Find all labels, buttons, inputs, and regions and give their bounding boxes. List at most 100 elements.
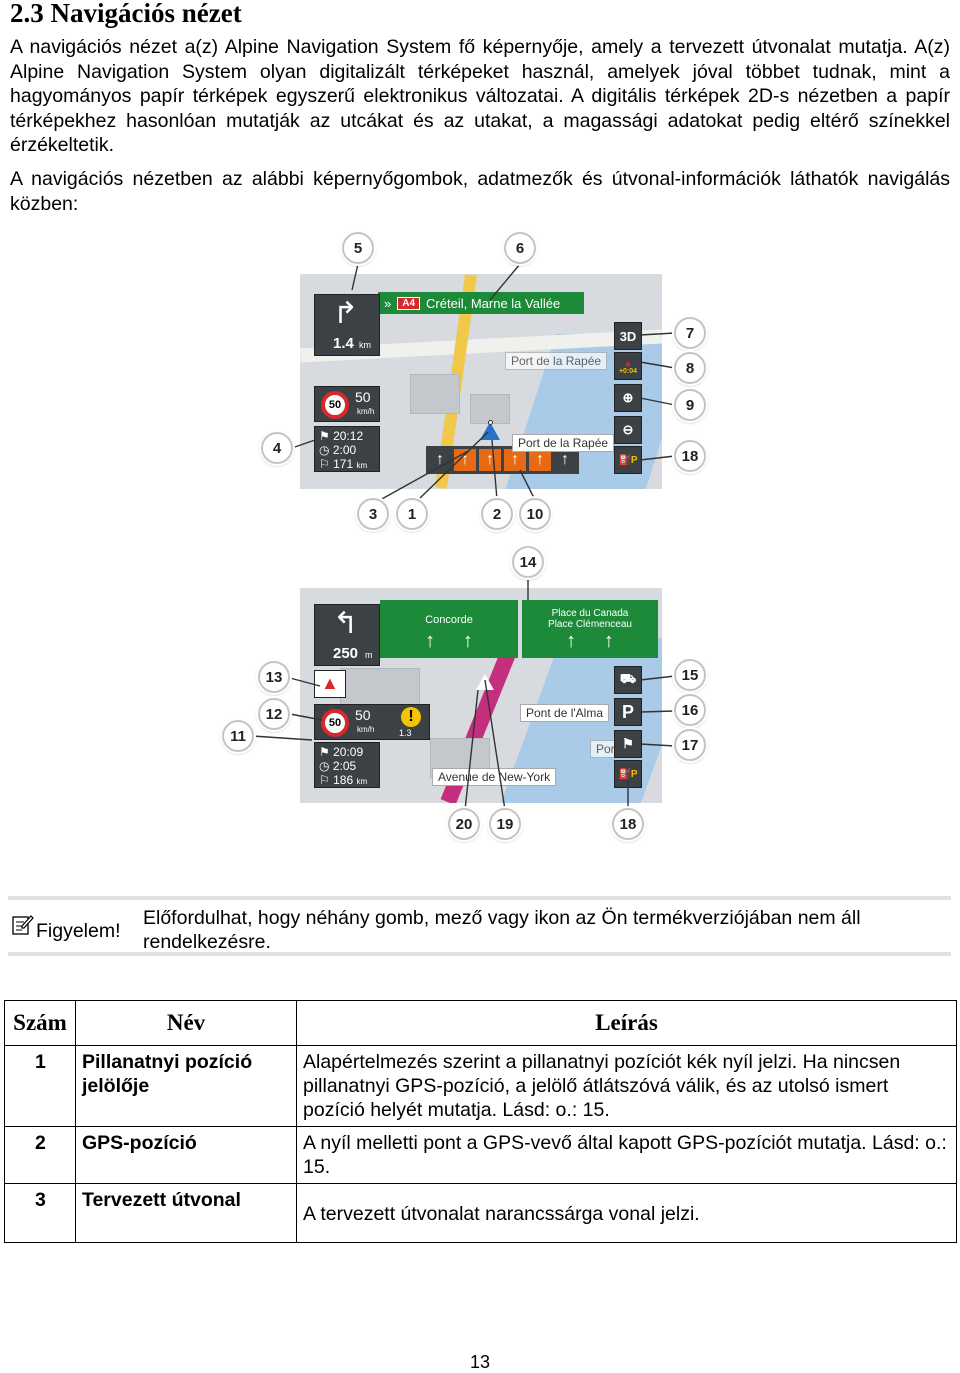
zoom-in-icon: ⊕ — [622, 390, 634, 405]
turn-distance: 250 — [333, 645, 359, 662]
column-header-name: Név — [75, 1000, 297, 1046]
signpost-text: Place du Canada — [551, 608, 629, 619]
turn-preview-panel[interactable]: ↱ 1.4 km — [314, 294, 380, 356]
callout-15: 15 — [674, 659, 706, 691]
building — [410, 374, 460, 414]
current-speed: 50 — [355, 707, 371, 723]
callout-10: 10 — [519, 498, 551, 530]
trip-data-panel[interactable]: ⚑ 20:12 ◷ 2:00 ⚐ 171 km — [314, 426, 380, 472]
callout-5: 5 — [342, 232, 374, 264]
page-number: 13 — [469, 1352, 491, 1372]
current-speed: 50 — [355, 389, 371, 405]
lane-arrow-icon: ↑ — [504, 449, 526, 471]
signpost-text: Concorde — [425, 614, 473, 626]
zoom-out-button[interactable]: ⊖ — [614, 416, 642, 444]
lane-arrow-icon: ↑ — [479, 449, 501, 471]
gps-position-dot — [488, 420, 493, 425]
row-number: 3 — [4, 1183, 76, 1243]
building — [470, 394, 510, 424]
building — [340, 668, 420, 708]
navigation-screenshot-2: Concorde ↑ ↑ Place du Canada Place Cléme… — [300, 588, 662, 803]
street-label: Avenue de New-York — [432, 768, 557, 786]
distance-icon: ⚐ — [319, 773, 330, 787]
arrival-time: 20:09 — [333, 745, 364, 759]
clock-icon: ◷ — [319, 443, 330, 457]
callout-11: 11 — [222, 720, 254, 752]
turn-preview-panel[interactable]: ↰ 250 m — [314, 604, 380, 666]
callout-20: 20 — [448, 808, 480, 840]
finish-flag-icon: ⚑ — [319, 745, 330, 759]
motorway-services-button[interactable]: ⛟ — [614, 666, 642, 694]
zoom-out-icon: ⊖ — [622, 422, 634, 437]
row-number: 1 — [4, 1045, 76, 1127]
remaining-distance: 171 — [333, 457, 354, 471]
turn-distance-unit: m — [365, 650, 373, 660]
current-position-icon — [476, 674, 494, 690]
callout-4: 4 — [261, 432, 293, 464]
remaining-distance-unit: km — [356, 777, 368, 786]
alert-icon: ! — [401, 707, 421, 727]
table-header-row: Szám Név Leírás — [4, 1000, 957, 1046]
callout-18b: 18 — [612, 808, 644, 840]
speed-panel: 50 50 km/h — [314, 386, 380, 422]
warning-sign-icon: ▲ — [321, 673, 339, 693]
turn-distance: 1.4 — [333, 335, 354, 352]
distance-icon: ⚐ — [319, 457, 330, 471]
alert-panel: ▲ — [314, 670, 346, 698]
services-button[interactable]: ⛽P — [614, 760, 642, 788]
view-3d-button[interactable]: 3D — [614, 322, 642, 350]
trip-data-panel[interactable]: ⚑ 20:09 ◷ 2:05 ⚐ 186 km — [314, 742, 380, 788]
street-label: Port de la Rapée — [505, 352, 608, 370]
checkered-flag-icon: ⚑ — [622, 736, 634, 751]
road-number-badge: A4 — [397, 296, 421, 310]
signpost-left: Concorde ↑ ↑ — [380, 600, 518, 658]
zoom-in-button[interactable]: ⊕ — [614, 384, 642, 412]
callout-8: 8 — [674, 352, 706, 384]
signpost-text: Place Clémenceau — [548, 619, 632, 630]
street-label: Port de la Rapée — [512, 434, 615, 452]
section-heading: 2.3 Navigációs nézet — [10, 0, 242, 28]
lane-arrow-icon: ↑ — [561, 451, 569, 468]
parking-button[interactable]: P — [614, 698, 642, 726]
lane-arrow-icon: ↑ — [454, 449, 476, 471]
table-row: 2 GPS-pozíció A nyíl melletti pont a GPS… — [4, 1126, 957, 1184]
note-text: Előfordulhat, hogy néhány gomb, mező vag… — [143, 907, 861, 953]
note-pencil-icon — [12, 915, 34, 935]
speed-limit-sign: 50 — [321, 391, 349, 419]
signpost-banner: » A4 Créteil, Marne la Vallée — [378, 292, 584, 314]
intro-paragraph: A navigációs nézet a(z) Alpine Navigatio… — [10, 36, 950, 156]
services-icon: ⛽P — [618, 454, 638, 466]
callout-19: 19 — [489, 808, 521, 840]
traffic-warning-icon: ▲ — [623, 357, 633, 368]
note-label: Figyelem! — [36, 920, 121, 942]
speed-panel: 50 50 km/h ! 1.3 — [314, 704, 430, 740]
alert-distance: 1.3 — [399, 728, 412, 738]
up-arrow-icon: ↑ ↑ — [425, 630, 473, 652]
up-arrow-icon: ↑ ↑ — [566, 630, 614, 652]
callout-9: 9 — [674, 389, 706, 421]
list-intro-paragraph: A navigációs nézetben az alábbi képernyő… — [10, 168, 950, 215]
traffic-button[interactable]: ▲ +0:04 — [614, 352, 642, 380]
row-description: A nyíl melletti pont a GPS-vevő által ka… — [296, 1126, 957, 1184]
callout-17: 17 — [674, 729, 706, 761]
callout-3: 3 — [357, 498, 389, 530]
callout-6: 6 — [504, 232, 536, 264]
callout-18: 18 — [674, 440, 706, 472]
turn-arrow-icon: ↱ — [333, 297, 359, 330]
lane-arrow-icon: ↑ — [436, 451, 444, 468]
turn-arrow-icon: ↰ — [333, 607, 359, 640]
column-header-description: Leírás — [296, 1000, 957, 1046]
street-label: Pont de l'Alma — [520, 704, 609, 722]
lane-arrow-icon: ↑ — [529, 449, 551, 471]
destination-button[interactable]: ⚑ — [614, 730, 642, 758]
row-name: GPS-pozíció — [75, 1126, 297, 1184]
traffic-delay: +0:04 — [618, 367, 638, 375]
turn-distance-unit: km — [359, 340, 371, 350]
services-button[interactable]: ⛽P — [614, 446, 642, 474]
row-description: Alapértelmezés szerint a pillanatnyi poz… — [296, 1045, 957, 1127]
note-box: Figyelem! Előfordulhat, hogy néhány gomb… — [8, 896, 951, 956]
row-name: Pillanatnyi pozíció jelölője — [75, 1045, 297, 1127]
remaining-time: 2:05 — [332, 759, 357, 773]
remaining-distance: 186 — [333, 773, 354, 787]
navigation-screenshot-1: » A4 Créteil, Marne la Vallée ↱ 1.4 km 5… — [300, 274, 662, 489]
